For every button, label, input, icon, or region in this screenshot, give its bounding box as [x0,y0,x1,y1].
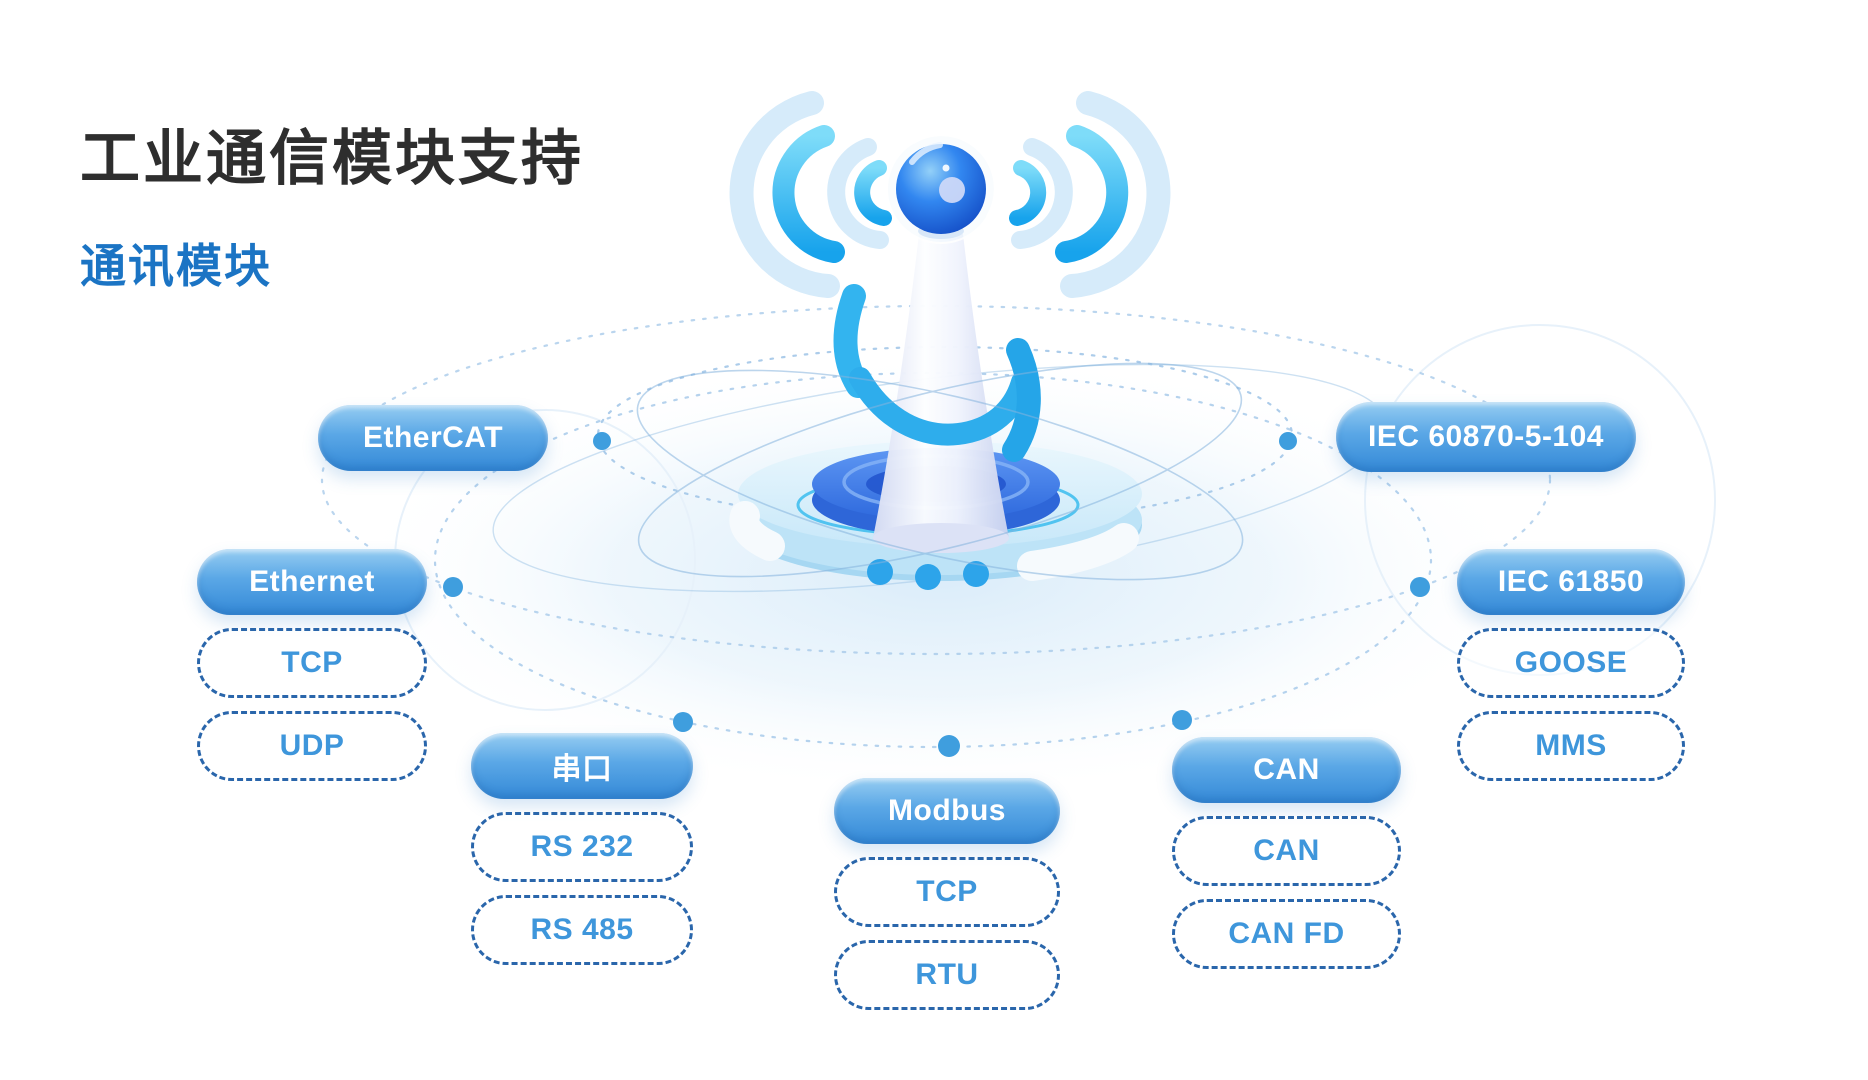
protocol-item-canfd: CAN FD [1172,899,1401,969]
protocol-item-udp: UDP [197,711,427,781]
protocol-item-rs485: RS 485 [471,895,693,965]
atom-orbits [636,362,1244,581]
group-modbus: Modbus TCP RTU [834,778,1060,1010]
protocol-item-mms: MMS [1457,711,1685,781]
protocol-pill-can: CAN [1172,737,1401,803]
page-title: 工业通信模块支持 [80,125,584,192]
protocol-pill-serial: 串口 [471,733,693,799]
protocol-item-modbus-tcp: TCP [834,857,1060,927]
page-subtitle: 通讯模块 [80,240,272,292]
group-iec61850: IEC 61850 GOOSE MMS [1457,549,1685,781]
protocol-pill-iec104: IEC 60870-5-104 [1336,402,1636,472]
orbit-dots [443,432,1430,757]
group-ethernet: Ethernet TCP UDP [197,549,427,781]
beacon-sphere [886,132,998,244]
protocol-item-rs232: RS 232 [471,812,693,882]
signal-waves-left [729,91,892,298]
protocol-pill-iec61850: IEC 61850 [1457,549,1685,615]
group-serial: 串口 RS 232 RS 485 [471,733,693,965]
protocol-pill-modbus: Modbus [834,778,1060,844]
protocol-item-goose: GOOSE [1457,628,1685,698]
platform-button [963,561,989,587]
group-ethercat: EtherCAT [318,405,548,471]
group-can: CAN CAN CAN FD [1172,737,1401,969]
protocol-pill-ethernet: Ethernet [197,549,427,615]
signal-waves-right [1009,91,1171,298]
platform-button [867,559,893,585]
protocol-item-tcp: TCP [197,628,427,698]
platform-button [915,564,941,590]
protocol-pill-ethercat: EtherCAT [318,405,548,471]
protocol-item-modbus-rtu: RTU [834,940,1060,1010]
group-iec104: IEC 60870-5-104 [1336,402,1636,472]
protocol-item-can: CAN [1172,816,1401,886]
